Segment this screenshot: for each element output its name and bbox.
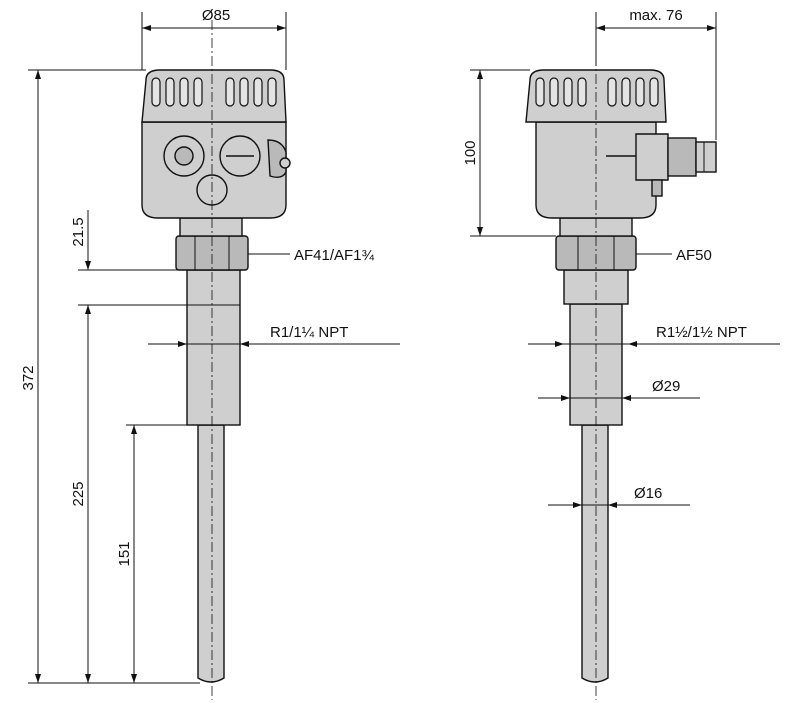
dim-housing-height: 100: [462, 140, 479, 165]
left-lid: [141, 69, 287, 123]
right-device: [525, 20, 717, 700]
dim-upper-diameter: Ø29: [652, 378, 680, 395]
left-probe-rod: [197, 424, 225, 683]
label-right-hex: AF50: [676, 247, 712, 264]
label-left-thread: R1/1¼ NPT: [270, 324, 348, 341]
dim-head-offset: 21.5: [70, 217, 87, 246]
left-thread-tube: [186, 269, 241, 426]
right-gland-base: [635, 133, 669, 181]
right-gland-body: [667, 137, 697, 177]
right-gland-cap: [695, 141, 717, 173]
dim-probe-diameter: Ø16: [634, 485, 662, 502]
left-neck: [179, 217, 243, 237]
dim-total-length: 372: [20, 365, 37, 390]
dim-housing-diameter: Ø85: [202, 7, 230, 24]
dim-insertion-length: 225: [70, 481, 87, 506]
right-lid-ribs: [535, 77, 659, 107]
right-probe-rod: [581, 424, 609, 683]
left-lid-ribs: [151, 77, 277, 107]
label-left-hex: AF41/AF1¾: [294, 247, 375, 264]
left-side-plug: [267, 139, 287, 179]
dim-probe-length: 151: [116, 541, 133, 566]
label-right-thread: R1½/1½ NPT: [656, 324, 747, 341]
left-dimensions: Ø85 372 21.5 225 151 AF41/AF1¾ R1/1: [20, 7, 400, 684]
left-device: [141, 20, 291, 700]
dim-max-width: max. 76: [629, 7, 682, 24]
right-dimensions: max. 76 100 AF50 R1½/1½ NPT Ø29 Ø16: [462, 7, 780, 508]
